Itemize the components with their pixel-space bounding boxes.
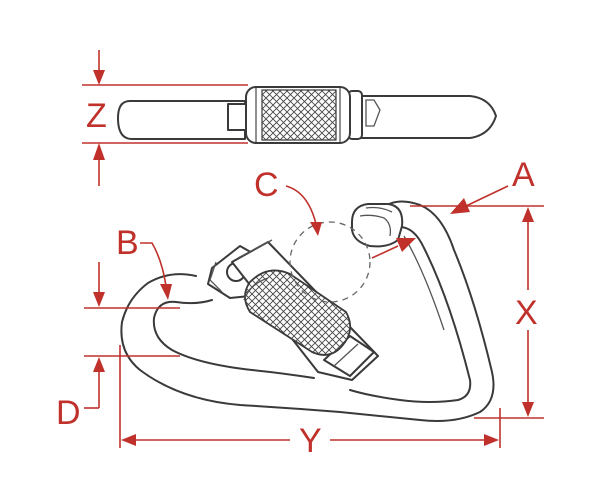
side-rod-right xyxy=(351,95,497,139)
label-a: A xyxy=(512,156,535,194)
gate-opening-circle xyxy=(289,221,371,303)
dimension-b: B xyxy=(116,224,172,300)
label-b: B xyxy=(116,224,139,262)
side-knurl-pattern xyxy=(261,89,337,141)
carabiner-gate xyxy=(207,239,379,381)
side-collar xyxy=(227,103,247,131)
carabiner-nose xyxy=(351,203,404,248)
label-z: Z xyxy=(86,97,107,135)
label-y: Y xyxy=(299,422,322,460)
label-c: C xyxy=(254,166,279,204)
label-x: X xyxy=(515,294,538,332)
gate-opening-c: C xyxy=(254,166,371,303)
side-view xyxy=(117,86,497,144)
carabiner-outer xyxy=(120,200,495,422)
gate-knurled-sleeve xyxy=(244,269,352,356)
dimension-x: X xyxy=(410,205,544,419)
dimension-z: Z xyxy=(82,50,248,186)
carabiner-body xyxy=(120,200,495,422)
dimension-y: Y xyxy=(119,345,501,460)
dimension-d: D xyxy=(56,262,180,432)
side-rod-left xyxy=(117,100,246,140)
label-d: D xyxy=(56,394,81,432)
carabiner-inner xyxy=(152,226,472,403)
